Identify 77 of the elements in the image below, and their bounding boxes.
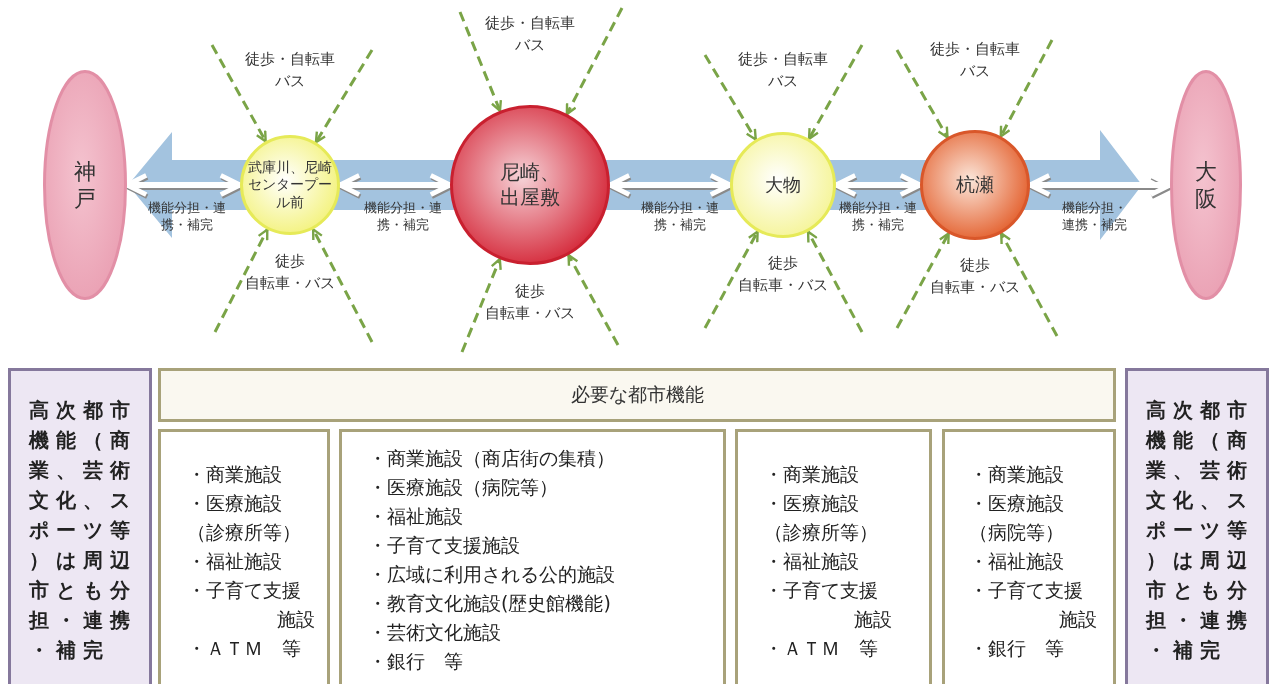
info-panel (8, 368, 152, 684)
mode-label: 徒歩自転車・バス (484, 281, 576, 324)
list-item: ・教育文化施設(歴史館機能) (368, 591, 611, 616)
edge-label: 機能分担・連携・補完 (640, 199, 720, 233)
mode-label: 徒歩・自転車バス (929, 39, 1021, 82)
list-item: ・医療施設 (969, 491, 1064, 516)
list-box (339, 429, 726, 684)
edge-label: 機能分担・連携・補完 (838, 199, 918, 233)
station-circle (240, 135, 340, 235)
dashed-arrow (311, 228, 374, 343)
station-circle (730, 132, 836, 238)
city-ellipse (1170, 70, 1242, 300)
mode-label: 徒歩自転車・バス (244, 251, 336, 294)
list-item: ・銀行 等 (368, 649, 463, 674)
station-circle (920, 130, 1030, 240)
list-box (735, 429, 932, 684)
dashed-arrow (703, 54, 757, 141)
panel-text: 高次都市機能（商業、芸術文化、スポーツ等）は周辺市とも分担・連携・補完 (1146, 397, 1254, 664)
list-item: ・商業施設 (969, 462, 1064, 487)
dashed-arrow (567, 253, 620, 346)
list-item: ・商業施設 (764, 462, 859, 487)
station-circle (450, 105, 610, 265)
dashed-arrow (213, 228, 269, 333)
dashed-arrow (458, 11, 503, 113)
panel-text: 高次都市機能（商業、芸術文化、スポーツ等）は周辺市とも分担・連携・補完 (29, 397, 137, 664)
list-item: ・ＡＴＭ 等 (187, 636, 301, 661)
dashed-arrow (460, 257, 502, 353)
list-item: ・子育て支援施設 (187, 578, 315, 632)
edge-label: 機能分担・連携・補完 (1060, 199, 1128, 233)
station-name: 杭瀬 (955, 173, 995, 197)
header-box (158, 368, 1116, 422)
list-item: ・医療施設 (187, 491, 282, 516)
dashed-arrow (314, 49, 374, 144)
list-item: （診療所等） (764, 520, 878, 545)
dashed-arrow (999, 232, 1059, 337)
list-item: ・広域に利用される公的施設 (368, 562, 615, 587)
city-ellipse (43, 70, 127, 300)
list-item: ・福祉施設 (969, 549, 1064, 574)
list-item: ・医療施設（病院等） (368, 475, 558, 500)
station-name: 武庫川、尼崎センタープール前 (247, 158, 333, 212)
dashed-arrow (806, 230, 864, 333)
city-name: 大阪 (1194, 157, 1218, 213)
dashed-arrow (703, 230, 759, 329)
mode-label: 徒歩・自転車バス (484, 13, 576, 56)
header-text: 必要な都市機能 (570, 382, 704, 407)
info-panel (1125, 368, 1269, 684)
list-item: ・福祉施設 (187, 549, 282, 574)
dashed-arrow (565, 7, 624, 116)
dashed-arrow (895, 49, 949, 139)
dashed-arrow (210, 44, 267, 143)
list-item: ・ＡＴＭ 等 (764, 636, 878, 661)
edge-label: 機能分担・連携・補完 (147, 199, 227, 233)
list-item: ・子育て支援施設 (764, 578, 892, 632)
mode-label: 徒歩自転車・バス (737, 253, 829, 296)
list-item: ・芸術文化施設 (368, 620, 501, 645)
edge-label: 機能分担・連携・補完 (363, 199, 443, 233)
dashed-arrow (895, 232, 950, 329)
list-item: ・医療施設 (764, 491, 859, 516)
list-item: （診療所等） (187, 520, 301, 545)
list-box (158, 429, 330, 684)
city-name: 神戸 (73, 157, 97, 213)
mode-label: 徒歩・自転車バス (244, 49, 336, 92)
list-item: ・福祉施設 (368, 504, 463, 529)
list-item: ・銀行 等 (969, 636, 1064, 661)
list-item: （病院等） (969, 520, 1064, 545)
list-item: ・子育て支援施設 (969, 578, 1097, 632)
list-item: ・子育て支援施設 (368, 533, 520, 558)
station-name: 大物 (764, 173, 802, 197)
dashed-arrow (999, 39, 1054, 138)
dashed-arrow (807, 44, 864, 141)
list-box (942, 429, 1116, 684)
list-item: ・福祉施設 (764, 549, 859, 574)
station-name: 尼崎、出屋敷 (499, 160, 561, 210)
mode-label: 徒歩自転車・バス (929, 255, 1021, 298)
mode-label: 徒歩・自転車バス (737, 49, 829, 92)
list-item: ・商業施設 (187, 462, 282, 487)
list-item: ・商業施設（商店街の集積） (368, 446, 615, 471)
